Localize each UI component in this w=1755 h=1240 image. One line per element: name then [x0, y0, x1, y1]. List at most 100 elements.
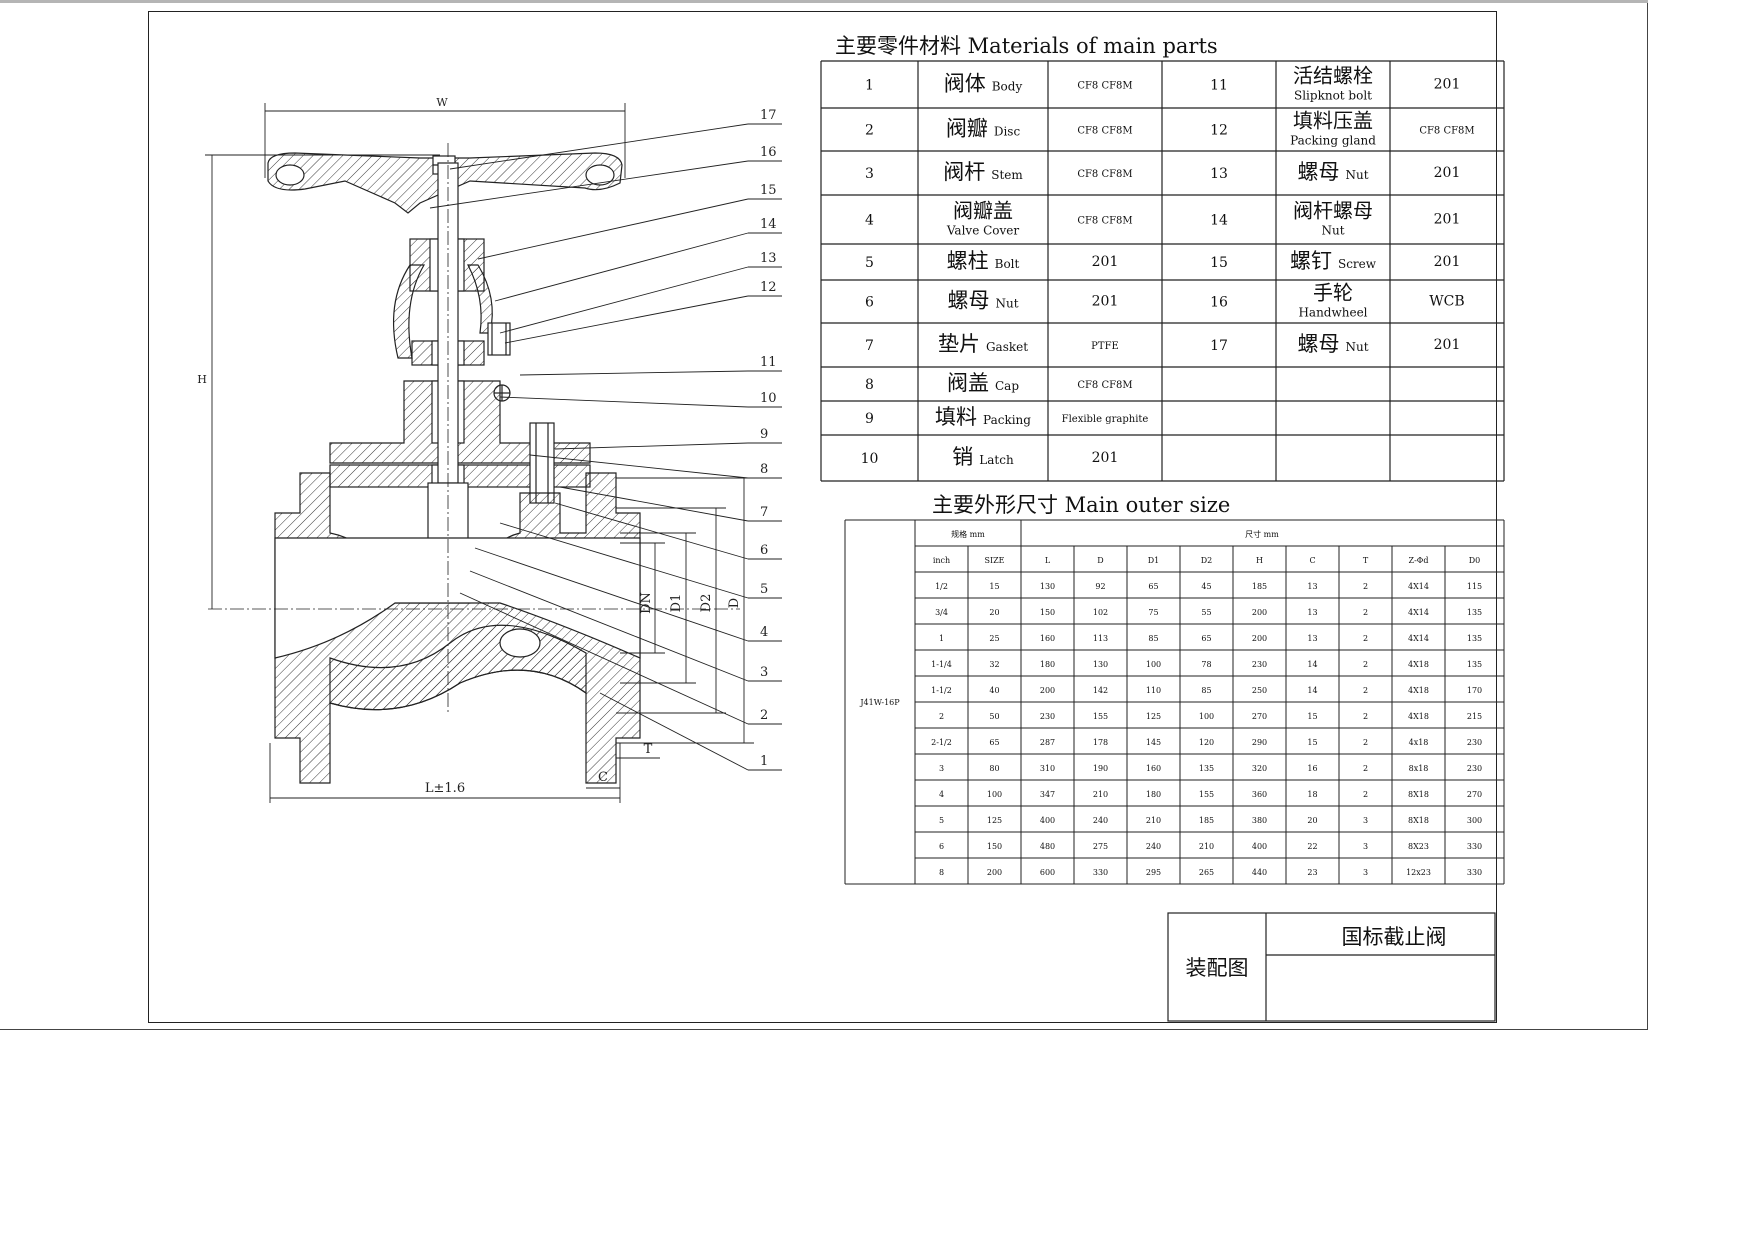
part-name-en: Stem	[991, 168, 1023, 182]
dim-cell: 2	[1363, 738, 1368, 747]
dim-cell: 135	[1467, 660, 1482, 669]
part-material: 201	[1434, 212, 1461, 228]
dim-cell: 4X14	[1408, 582, 1429, 591]
part-name-en: Screw	[1338, 257, 1377, 271]
balloon-leader-17	[449, 123, 749, 170]
dim-cell: 2-1/2	[931, 738, 952, 747]
part-name-cn: 阀杆螺母	[1293, 199, 1373, 223]
dim-cell: 65	[1201, 634, 1211, 643]
part-number: 10	[861, 451, 879, 467]
part-number: 6	[865, 295, 874, 311]
dim-cell: 135	[1467, 634, 1482, 643]
dim-cell: 22	[1307, 842, 1317, 851]
part-name-cn: 活结螺栓	[1293, 64, 1373, 88]
dim-cell: 55	[1201, 608, 1211, 617]
dim-cell: 160	[1040, 634, 1055, 643]
dim-cell: 125	[987, 816, 1002, 825]
part-name-en: Bolt	[995, 257, 1020, 271]
dim-cell: 185	[1199, 816, 1214, 825]
part-name-en: Gasket	[986, 340, 1028, 354]
dim-cell: 13	[1307, 634, 1317, 643]
dim-label-w: W	[436, 96, 448, 109]
dim-model: J41W-16P	[859, 698, 900, 707]
part-number: 7	[865, 338, 874, 354]
part-material: 201	[1092, 450, 1119, 466]
dim-cell: 14	[1307, 686, 1317, 695]
dim-col-header: D2	[1201, 556, 1213, 565]
dim-cell: 8X23	[1408, 842, 1429, 851]
dim-cell: 347	[1040, 790, 1055, 799]
dim-cell: 65	[1148, 582, 1158, 591]
dim-cell: 110	[1146, 686, 1161, 695]
dim-cell: 115	[1467, 582, 1482, 591]
part-name-cn: 阀杆	[943, 160, 985, 184]
balloon-number-11: 11	[760, 355, 777, 370]
dim-label-d: D	[727, 598, 742, 608]
part-name-cn: 阀体	[944, 72, 986, 96]
dim-cell: 275	[1093, 842, 1108, 851]
part-name-en: Latch	[979, 453, 1014, 467]
dim-cell: 200	[1252, 608, 1267, 617]
balloon-number-1: 1	[760, 754, 768, 769]
balloon-number-5: 5	[760, 582, 768, 597]
drawing-frame	[148, 11, 1497, 1023]
dim-label-d1: D1	[669, 594, 684, 613]
dim-cell: 13	[1307, 582, 1317, 591]
dim-cell: 25	[989, 634, 999, 643]
dim-label-dn: DN	[639, 592, 654, 614]
dim-cell: 18	[1307, 790, 1317, 799]
dim-cell: 250	[1252, 686, 1267, 695]
dim-cell: 190	[1093, 764, 1108, 773]
dim-cell: 240	[1093, 816, 1108, 825]
dim-cell: 330	[1093, 868, 1108, 877]
part-number: 3	[865, 166, 874, 182]
part-name-en: Disc	[994, 125, 1021, 139]
balloon-leader-13	[499, 266, 749, 334]
balloon-leader-8	[529, 454, 749, 479]
dim-cell: 210	[1093, 790, 1108, 799]
dim-cell: 330	[1467, 868, 1482, 877]
dim-cell: 160	[1146, 764, 1161, 773]
dim-cell: 100	[1199, 712, 1214, 721]
dim-cell: 85	[1148, 634, 1158, 643]
balloon-number-3: 3	[760, 665, 768, 680]
dim-cell: 6	[939, 842, 944, 851]
dim-cell: 80	[989, 764, 999, 773]
dim-label-l: L±1.6	[425, 781, 465, 796]
part-name-cn: 手轮	[1313, 281, 1353, 305]
dim-cell: 92	[1095, 582, 1105, 591]
part-number: 13	[1210, 166, 1228, 182]
dim-cell: 100	[987, 790, 1002, 799]
dim-cell: 230	[1467, 764, 1482, 773]
dim-cell: 3/4	[935, 608, 948, 617]
dim-cell: 32	[989, 660, 999, 669]
dim-col-header: SIZE	[984, 556, 1004, 565]
assembly-drawing: W H L±1.6 C T DN D1 D2 D 171615141312111…	[197, 34, 1505, 1022]
dim-cell: 135	[1467, 608, 1482, 617]
part-name-en: Slipknot bolt	[1294, 89, 1372, 103]
part-name-cn: 填料压盖	[1293, 109, 1373, 133]
part-name-en: Nut	[1345, 340, 1368, 354]
title-block-product: 国标截止阀	[1342, 925, 1447, 949]
balloon-number-6: 6	[760, 543, 768, 558]
dim-group-spec: 规格 mm	[951, 529, 985, 539]
dim-col-header: D1	[1148, 556, 1160, 565]
part-name-en: Cap	[995, 379, 1019, 393]
balloon-number-17: 17	[760, 108, 777, 123]
part-material: 201	[1434, 254, 1461, 270]
dim-cell: 1-1/2	[931, 686, 952, 695]
dim-cell: 4	[939, 790, 944, 799]
part-number: 17	[1210, 338, 1228, 354]
dim-cell: 16	[1307, 764, 1317, 773]
dim-cell: 2	[1363, 686, 1368, 695]
dim-cell: 2	[1363, 764, 1368, 773]
part-material: 201	[1434, 337, 1461, 353]
